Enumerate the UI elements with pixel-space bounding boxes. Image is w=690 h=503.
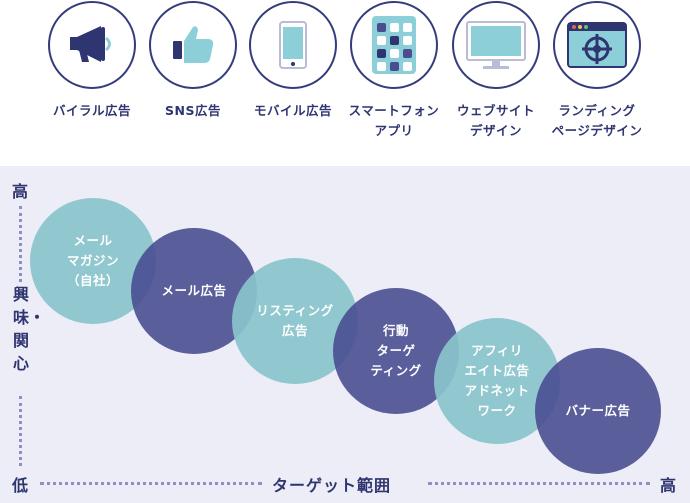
x-axis-label: ターゲット範囲: [272, 476, 392, 495]
y-axis-high-label: 高: [12, 182, 29, 201]
x-axis-dotted-line-left: [40, 482, 262, 485]
bubble-label: リスティング 広告: [256, 303, 334, 338]
bubble-banner-ad: バナー広告: [535, 348, 661, 474]
icon-circle: [48, 1, 136, 89]
app-grid-icon: [372, 16, 416, 74]
thumbs-up-icon: [173, 26, 214, 63]
icon-label: バイラル広告: [52, 103, 131, 118]
bubble-label: 行動 ターゲ ティング: [370, 323, 422, 378]
icon-label: ランディング ページデザイン: [551, 103, 643, 138]
y-axis-dotted-line-lower: [19, 396, 22, 466]
icon-circle: [350, 1, 438, 89]
x-axis-high-label: 高: [660, 476, 677, 495]
icon-label: モバイル広告: [253, 103, 332, 118]
megaphone-icon: [70, 26, 111, 62]
y-axis-label: 興味・関心: [10, 283, 46, 375]
monitor-icon: [466, 21, 526, 69]
y-axis-label-text: 興味・関心: [13, 285, 46, 373]
y-axis-low-label: 低: [12, 476, 29, 495]
bubble-label: アフィリ エイト広告 アドネット ワーク: [464, 343, 530, 418]
bubble-label: メール マガジン （自社）: [66, 233, 119, 288]
y-axis-dotted-line-upper: [19, 206, 22, 282]
icon-circle: [452, 1, 540, 89]
marketing-positioning-diagram: 高 興味・関心 低 ターゲット範囲 高 メール マガジン （自社） メール広告 …: [0, 166, 690, 503]
icon-circle: [553, 1, 641, 89]
bubble-label: バナー広告: [565, 403, 631, 418]
smartphone-icon: [279, 21, 307, 69]
service-icon-row: バイラル広告 SNS広告 モバイル広告: [0, 0, 690, 166]
x-axis-dotted-line-right: [428, 482, 650, 485]
icon-circle: [249, 1, 337, 89]
icon-circle: [149, 1, 237, 89]
browser-target-icon: [567, 22, 627, 68]
bubble-label: メール広告: [161, 283, 227, 298]
icon-label: スマートフォン アプリ: [348, 103, 440, 138]
icon-label: ウェブサイト デザイン: [456, 103, 535, 138]
icon-label: SNS広告: [165, 103, 221, 118]
